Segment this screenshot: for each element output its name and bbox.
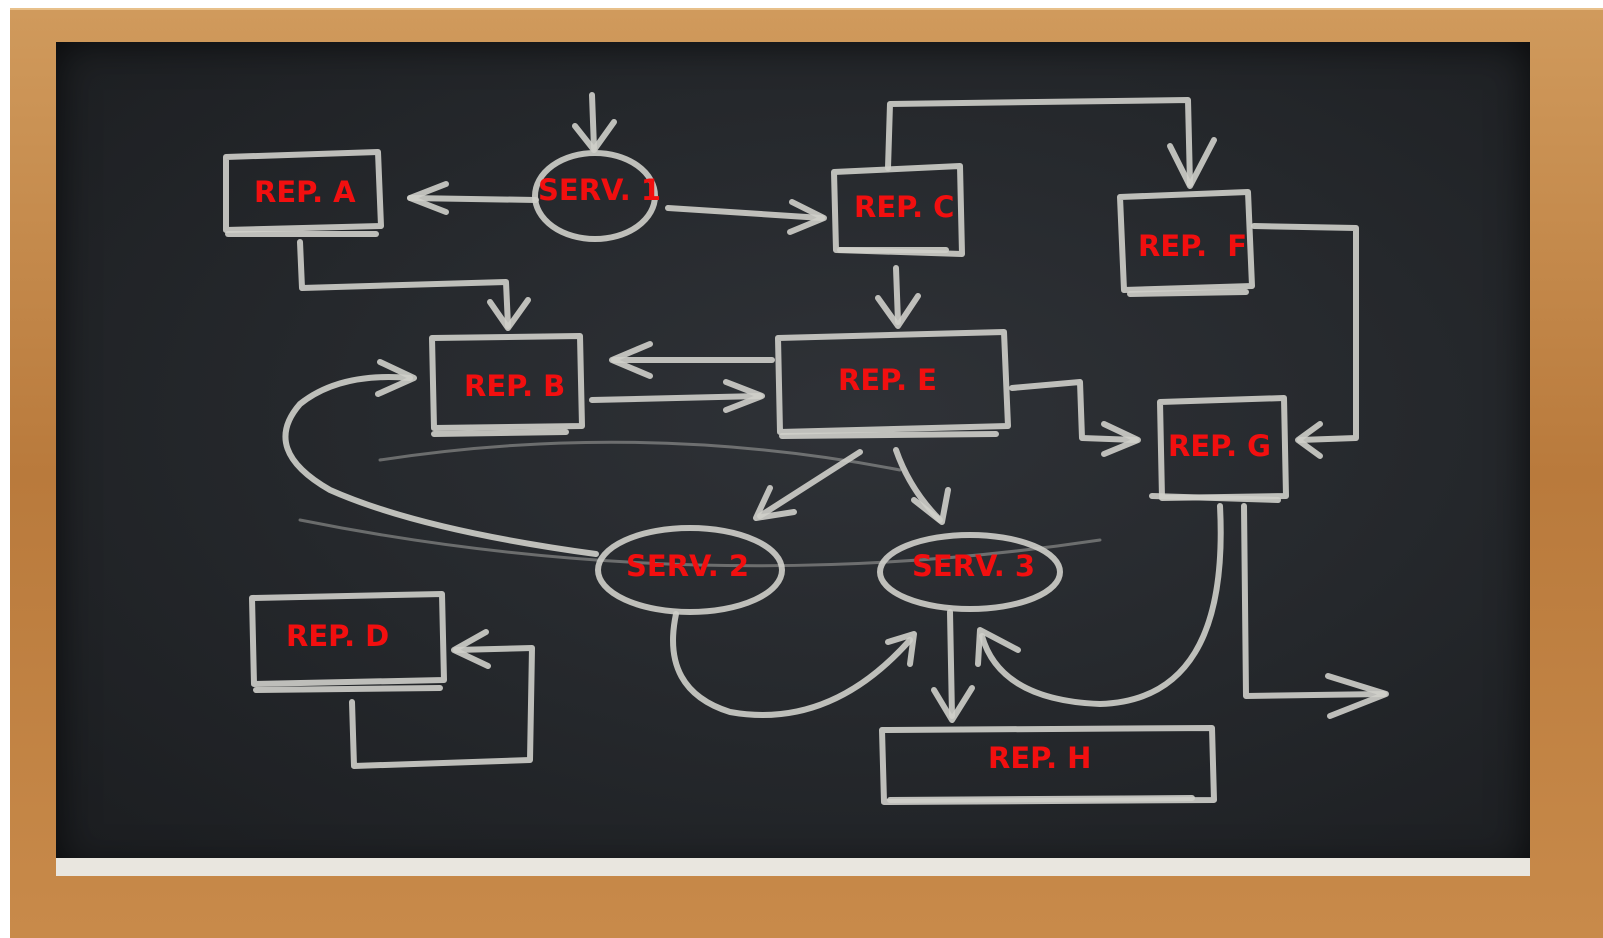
node-label-rep-a: REP. A <box>254 175 356 209</box>
node-label-serv-1: SERV. 1 <box>538 173 662 207</box>
box-rep-g <box>1149 395 1289 503</box>
box-rep-f <box>1117 189 1255 297</box>
arrow-rep-d-loop <box>349 629 535 769</box>
arrow-rep-a-to-rep-b <box>297 239 531 331</box>
arrow-rep-g-to-output <box>1241 503 1389 719</box>
node-label-rep-g: REP. G <box>1168 429 1271 463</box>
ellipse-serv-3 <box>877 532 1063 612</box>
node-label-rep-b: REP. B <box>464 369 566 403</box>
arrow-rep-b-to-rep-e <box>589 379 765 413</box>
arrow-rep-c-to-rep-f <box>885 97 1217 189</box>
arrow-rep-e-to-rep-b <box>609 341 775 379</box>
arrow-serv-2-to-serv-3 <box>670 611 917 718</box>
arrow-serv-3-to-rep-h <box>931 609 975 723</box>
node-label-rep-e: REP. E <box>838 363 937 397</box>
arrow-rep-f-to-rep-g <box>1251 223 1359 459</box>
box-rep-h <box>879 725 1217 805</box>
box-rep-b <box>429 333 585 437</box>
arrow-rep-e-to-serv-3 <box>893 447 951 525</box>
arrow-serv-1-to-rep-a <box>407 181 539 215</box>
arrow-rep-g-to-serv-3 <box>975 503 1224 707</box>
arrow-serv-2-to-rep-b <box>282 359 599 557</box>
arrow-rep-c-to-rep-e <box>875 265 921 329</box>
arrow-rep-e-to-serv-2 <box>753 449 863 521</box>
box-rep-e <box>775 329 1011 439</box>
chalk-tray <box>56 858 1530 876</box>
box-rep-a <box>223 149 384 237</box>
node-label-rep-c: REP. C <box>854 190 955 224</box>
box-rep-c <box>831 163 965 257</box>
node-label-serv-3: SERV. 3 <box>912 549 1036 583</box>
node-label-rep-h: REP. H <box>988 741 1092 775</box>
ellipse-serv-2 <box>595 525 785 615</box>
box-rep-d <box>249 591 447 693</box>
arrow-rep-e-to-rep-g <box>1009 379 1141 457</box>
arrow-serv-1-to-rep-c <box>665 199 827 235</box>
node-label-rep-d: REP. D <box>286 619 390 653</box>
arrow-input-to-serv-1 <box>572 92 617 153</box>
node-label-serv-2: SERV. 2 <box>626 549 750 583</box>
chalk-smudges <box>298 440 1102 568</box>
node-label-rep-f: REP. F <box>1138 229 1248 263</box>
ellipse-serv-1 <box>532 150 658 242</box>
